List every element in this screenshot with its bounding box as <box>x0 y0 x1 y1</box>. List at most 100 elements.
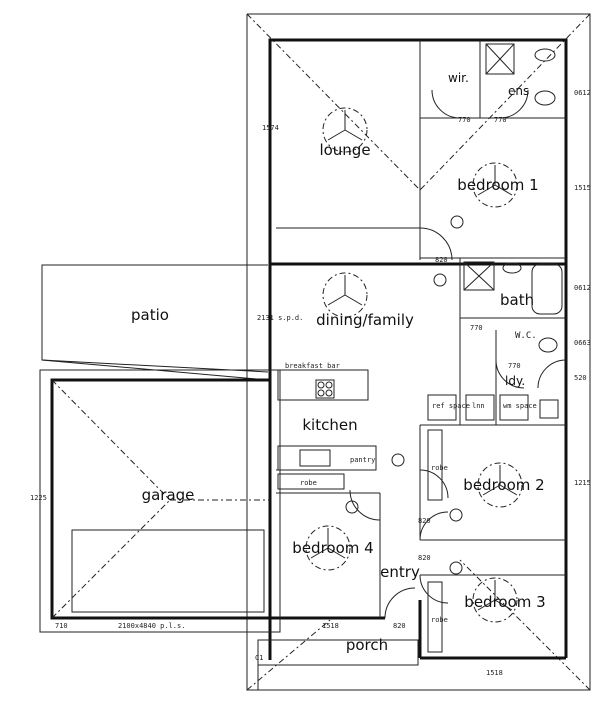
door-swing <box>384 587 416 619</box>
roof-hip-line <box>246 13 421 191</box>
door-size-820: 820 <box>418 517 431 525</box>
door-swing <box>419 511 449 541</box>
dim-label-1215: 1215 <box>574 479 591 487</box>
room-label-bedroom-4: bedroom 4 <box>292 539 373 557</box>
ceiling-fan-icon <box>472 162 518 208</box>
smoke-detector-icon <box>391 453 405 467</box>
ceiling-fan-icon <box>472 577 518 623</box>
roof-hip-line <box>246 619 331 691</box>
door-size-770: 770 <box>494 116 507 124</box>
bed3-robe-label: robe <box>431 616 448 624</box>
room-label-ldy: ldy. <box>505 374 525 388</box>
bathtub <box>531 263 563 315</box>
door-swing <box>495 359 525 389</box>
bed2-robe-label: robe <box>431 464 448 472</box>
ref-space-box <box>427 394 457 421</box>
room-label-bedroom-1: bedroom 1 <box>457 176 538 194</box>
room-label-lounge: lounge <box>319 141 370 159</box>
room-label-bedroom-3: bedroom 3 <box>464 593 545 611</box>
dim-label-1515: 1515 <box>574 184 591 192</box>
door-size-820: 820 <box>435 256 448 264</box>
door-swing <box>349 489 381 521</box>
garage-slab <box>71 529 265 613</box>
cooktop-burner <box>317 389 325 397</box>
wc-toilet <box>538 337 558 353</box>
breakfast-bar-bench <box>277 369 369 401</box>
linen-box <box>465 394 495 421</box>
garage-door-label: 2100x4840 p.l.s. <box>118 622 185 630</box>
north-wing-walls <box>268 38 568 266</box>
column-label-c1: C1 <box>255 654 263 662</box>
smoke-detector-icon <box>433 273 447 287</box>
garage-roof-outline <box>39 369 281 633</box>
dim-label-0612: 0612 <box>574 284 591 292</box>
ensuite-toilet <box>534 90 556 106</box>
shower-cross <box>485 43 515 75</box>
door-swing <box>419 574 449 604</box>
ceiling-fan-icon <box>322 272 368 318</box>
roof-outline <box>246 13 591 691</box>
dim-label-1574: 1574 <box>262 124 279 132</box>
bed4-robe <box>277 473 345 490</box>
door-swing <box>419 469 449 499</box>
roof-hip-line <box>459 559 591 691</box>
door-size-770: 770 <box>458 116 471 124</box>
door-swing <box>537 359 567 389</box>
smoke-detector-icon <box>449 561 463 575</box>
ceiling-fan-icon <box>477 462 523 508</box>
room-label-ens: ens <box>508 84 529 98</box>
door-swing <box>499 89 529 119</box>
ceiling-fan-icon <box>305 525 351 571</box>
linen-label: lnn <box>472 402 485 410</box>
cooktop-burner <box>325 381 333 389</box>
door-size-820: 820 <box>393 622 406 630</box>
ensuite-shower <box>485 43 515 75</box>
kitchen-sink <box>299 449 331 467</box>
room-label-bath: bath <box>500 291 534 309</box>
cooktop-burner <box>317 381 325 389</box>
garage-roof-hip <box>51 379 171 501</box>
dim-label-1518: 1518 <box>486 669 503 677</box>
bed4-robe-label: robe <box>300 479 317 487</box>
door-swing <box>419 227 453 261</box>
ref-space-label: ref space <box>432 402 470 410</box>
door-swing <box>431 89 461 119</box>
breakfast-bar-label: breakfast bar <box>285 362 340 370</box>
door-size-820: 820 <box>418 554 431 562</box>
room-label-wir: wir. <box>448 71 469 85</box>
cooktop-burner <box>325 389 333 397</box>
ensuite-basin <box>534 48 556 62</box>
room-label-patio: patio <box>131 306 169 324</box>
dim-label-520: 520 <box>574 374 587 382</box>
roof-hip-line <box>419 13 591 191</box>
shower-cross <box>463 261 495 291</box>
room-label-porch: porch <box>346 636 388 654</box>
wm-space-box <box>499 394 529 421</box>
dim-label-0612: 0612 <box>574 89 591 97</box>
bath-basin <box>502 262 522 274</box>
pantry-label: pantry <box>350 456 375 464</box>
room-label-entry: entry <box>380 563 420 581</box>
kitchen-bench <box>277 445 377 471</box>
dim-label-710: 710 <box>55 622 68 630</box>
door-size-770: 770 <box>508 362 521 370</box>
laundry-tub <box>539 399 559 419</box>
smoke-detector-icon <box>345 500 359 514</box>
room-label-wc: W.C. <box>515 331 537 341</box>
room-label-bedroom-2: bedroom 2 <box>463 476 544 494</box>
garage-roof-hip <box>51 499 171 619</box>
smoke-detector-icon <box>449 508 463 522</box>
dim-label-1225: 1225 <box>30 494 47 502</box>
bed2-robe <box>427 429 443 501</box>
room-label-dining-family: dining/family <box>316 311 414 329</box>
dim-label-2131: 2131 s.p.d. <box>257 314 303 322</box>
wm-space-label: wm space <box>503 402 537 410</box>
room-label-kitchen: kitchen <box>302 416 357 434</box>
porch-slab <box>257 639 419 666</box>
ceiling-fan-icon <box>322 107 368 153</box>
dim-label-1518: 1518 <box>322 622 339 630</box>
door-size-770: 770 <box>470 324 483 332</box>
bath-shower <box>463 261 495 291</box>
